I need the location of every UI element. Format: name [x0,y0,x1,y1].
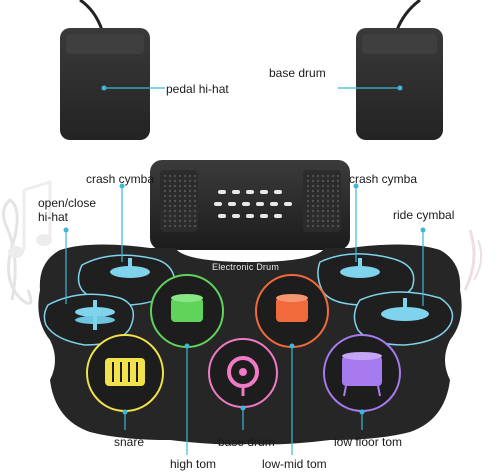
pedal-base-drum[interactable] [356,28,443,140]
label-ride-cymbal: ride cymbal [393,208,455,222]
pad-base-drum[interactable] [208,338,278,408]
pedal-hihat[interactable] [60,28,150,140]
music-notes-background [2,179,52,305]
pad-snare[interactable] [86,334,164,412]
label-pedal-hihat: pedal hi-hat [166,82,229,96]
callout-dots [63,85,426,415]
label-crash-right: crash cymba [349,172,418,186]
pad-hihat[interactable] [43,293,135,346]
pad-high-tom[interactable] [150,274,224,348]
label-open-close-hihat-line2: hi-hat [38,210,69,224]
label-high-tom: high tom [170,457,217,471]
right-pedal-cable [395,0,421,31]
callout-lines [65,87,424,455]
pad-ride[interactable] [353,291,454,346]
pad-low-mid-tom[interactable] [255,274,329,348]
label-low-floor-tom: low floor tom [334,435,403,449]
left-pedal-cable [79,0,104,31]
music-notes-right [463,229,483,291]
control-buttons[interactable] [214,190,292,218]
label-open-close-hihat-line1: open/close [38,196,97,210]
speaker-grille [163,174,340,228]
label-crash-left: crash cymba [86,172,155,186]
label-base-drum-pad: base drum [218,435,275,449]
label-snare: snare [114,435,145,449]
brand-label: Electronic Drum [212,262,280,272]
pad-low-floor-tom[interactable] [323,334,401,412]
label-low-mid-tom: low-mid tom [262,457,327,471]
label-base-drum-pedal: base drum [269,66,326,80]
